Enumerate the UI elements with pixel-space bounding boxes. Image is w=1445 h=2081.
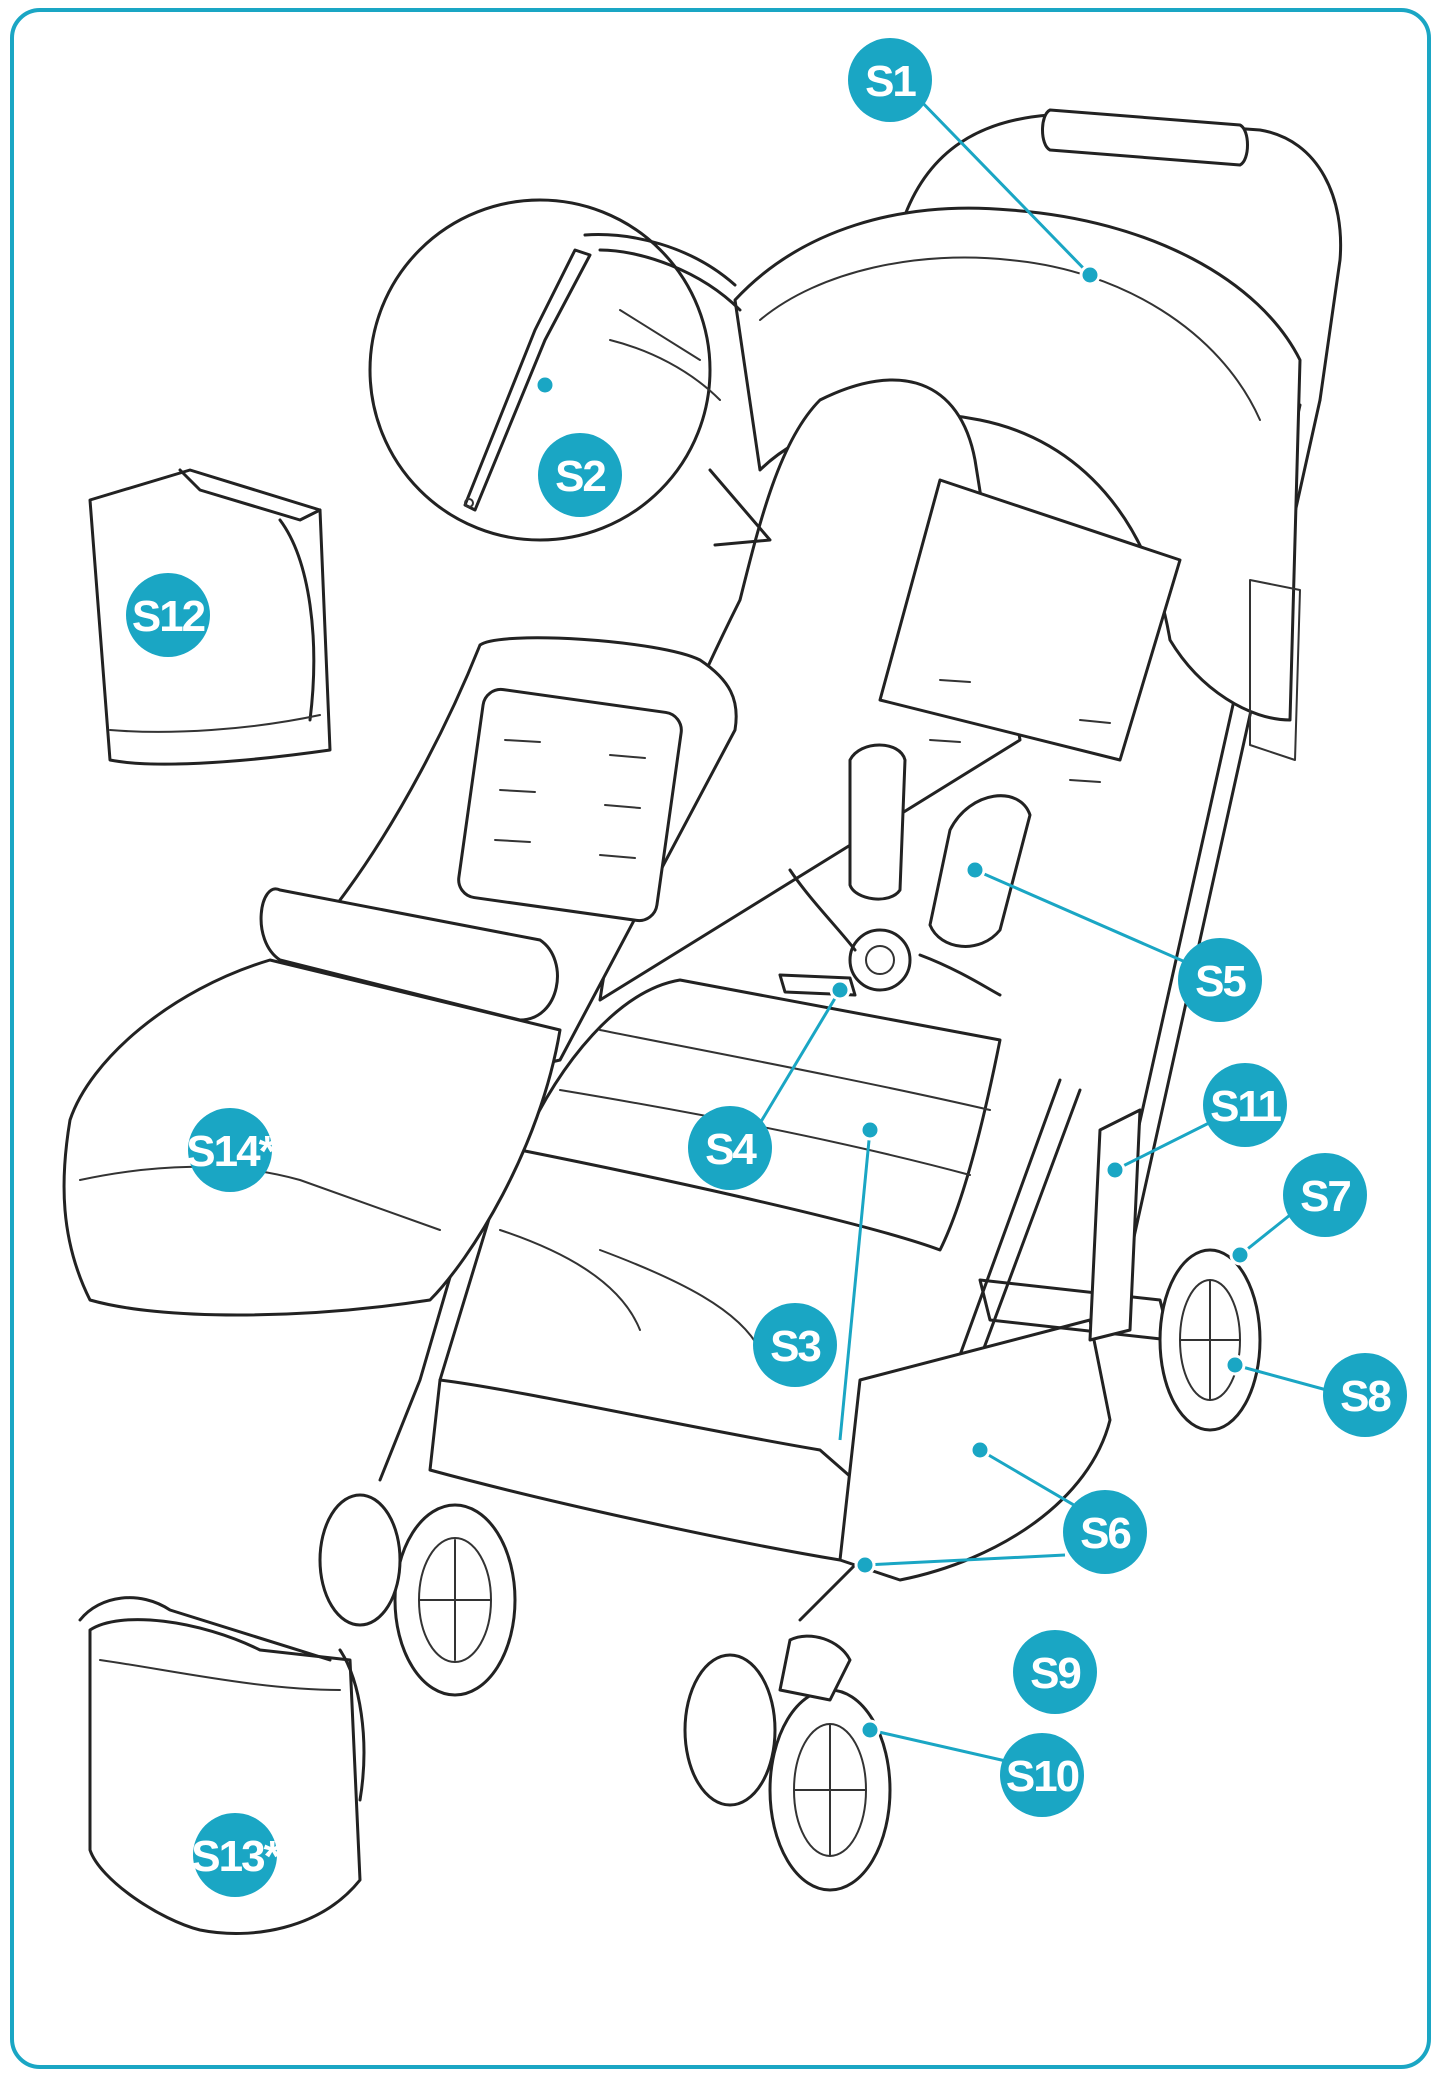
svg-text:S5: S5	[1195, 957, 1246, 1006]
front-wheel-swivel	[778, 1634, 852, 1702]
svg-text:S12: S12	[132, 592, 205, 641]
svg-text:S13*: S13*	[191, 1832, 281, 1881]
handlebar-foam	[1041, 108, 1249, 167]
footmuff	[62, 636, 738, 1317]
diagram-frame	[10, 8, 1431, 2069]
callout-s12: S12	[126, 573, 210, 657]
storage-bag	[78, 1596, 366, 1935]
rain-cover-bag	[88, 468, 332, 766]
svg-text:S8: S8	[1340, 1372, 1391, 1421]
callout-s8: S8	[1323, 1353, 1407, 1437]
svg-text:S11: S11	[1210, 1082, 1281, 1131]
callout-s10: S10	[1000, 1733, 1084, 1817]
callout-s3: S3	[753, 1303, 837, 1387]
svg-text:S7: S7	[1300, 1172, 1350, 1221]
callout-s11: S11	[1203, 1063, 1287, 1147]
svg-text:S4: S4	[705, 1125, 757, 1174]
harness-buckle	[848, 928, 912, 992]
callout-s2: S2	[538, 433, 622, 517]
callout-s1: S1	[848, 38, 932, 122]
callout-s9: S9	[1013, 1630, 1097, 1714]
callout-s6: S6	[1063, 1490, 1147, 1574]
shoulder-pad-left	[848, 743, 907, 901]
callout-s13: S13*	[191, 1813, 284, 1897]
svg-text:S3: S3	[770, 1322, 820, 1371]
seat-cushion	[518, 978, 1002, 1252]
callout-s5: S5	[1178, 938, 1262, 1022]
svg-text:S6: S6	[1080, 1509, 1130, 1558]
detail-inset	[368, 198, 772, 547]
footrest	[428, 1378, 902, 1562]
callout-s7: S7	[1283, 1153, 1367, 1237]
svg-text:S1: S1	[865, 57, 916, 106]
svg-text:S14*: S14*	[186, 1127, 276, 1176]
svg-text:S2: S2	[555, 452, 605, 501]
svg-text:S9: S9	[1030, 1649, 1080, 1698]
brake-pedal-bracket	[1088, 1108, 1142, 1342]
svg-text:S10: S10	[1006, 1752, 1079, 1801]
callout-s14: S14*	[186, 1108, 279, 1192]
callout-s4: S4	[688, 1106, 772, 1190]
